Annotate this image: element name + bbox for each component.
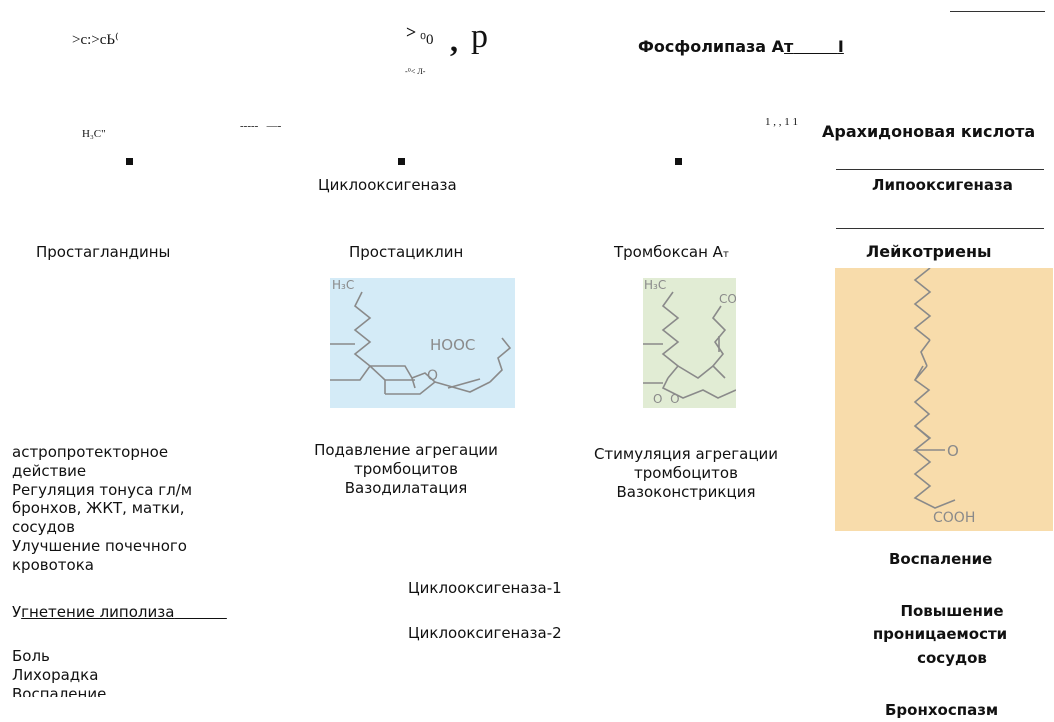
thromboxane-h3c: H₃C (644, 278, 666, 292)
prostaglandins-effect-line: Улучшение почечного (12, 536, 187, 555)
prostacyclin-o: O (427, 368, 438, 384)
leukotriene-structure: O COOH (835, 268, 1053, 531)
thromboxane-structure-svg: H₃C CO O O (643, 278, 736, 408)
leukotrienes-effect-line: Повышение (900, 602, 1004, 620)
thromboxane-co: CO (719, 292, 736, 306)
leukotriene-structure-bg (835, 268, 1053, 531)
top-right-rule (950, 11, 1045, 12)
prostacyclin-label: Простациклин (349, 243, 464, 261)
lipoxygenase-label: Липооксигеназа (872, 176, 1013, 194)
prostaglandins-effects-2: Боль Лихорадка Воспаление (12, 647, 212, 697)
formula-fragment-2-comma: , (450, 22, 458, 58)
thromboxane-effects: Стимуляция агрегации тромбоцитов Вазокон… (570, 445, 802, 501)
pathway-bullet-2 (398, 158, 405, 165)
cyclooxygenase-label: Циклооксигеназа (318, 176, 457, 194)
prostaglandins-effect-line: бронхов, ЖКТ, матки, (12, 499, 185, 518)
prostacyclin-structure-svg: H₃C HOOC O (330, 278, 515, 408)
lipoxygenase-bottom-rule (836, 228, 1044, 229)
prostacyclin-structure: H₃C HOOC O (330, 278, 515, 408)
formula-fragment-dashes: ----- —- (240, 120, 282, 132)
prostaglandins-label: Простагландины (36, 243, 171, 261)
prostaglandins-effect-line: Лихорадка (12, 665, 99, 684)
thromboxane-effect-line: Стимуляция агрегации (593, 445, 779, 463)
phospholipase-bar: I (837, 37, 844, 56)
formula-fragment-h3c: Н₃С" (82, 128, 106, 140)
arachidonic-acid-label: Арахидоновая кислота (822, 122, 1036, 141)
cox2-label: Циклооксигеназа-2 (408, 624, 562, 642)
leukotrienes-effect-line: сосудов (917, 648, 987, 667)
prostacyclin-structure-bg (330, 278, 515, 408)
prostaglandins-effect-line: сосудов (12, 518, 75, 536)
thromboxane-oo: O O (653, 392, 680, 406)
thromboxane-subscript: т (722, 249, 729, 260)
leukotrienes-effect-permeability: Повышение проницаемости сосудов (845, 600, 1035, 670)
leukotrienes-effect-bronchospasm: Бронхоспазм (885, 701, 999, 719)
phospholipase-label: Фосфолипаза Ат I (638, 37, 844, 56)
pathway-bullet-1 (126, 158, 133, 165)
leukotrienes-label: Лейкотриены (866, 242, 992, 261)
leukotrienes-effect-inflammation: Воспаление (889, 550, 993, 568)
prostaglandins-effects: астропротекторное действие Регуляция тон… (12, 443, 252, 574)
leukotriene-o: O (947, 442, 959, 460)
prostacyclin-hooc: HOOC (430, 336, 475, 354)
prostacyclin-effect-line: Подавление агрегации (314, 441, 498, 459)
prostaglandins-effect-line: Регуляция тонуса гл/м (12, 480, 193, 499)
pathway-bullet-3 (675, 158, 682, 165)
cox1-label: Циклооксигеназа-1 (408, 579, 562, 597)
thromboxane-effect-line: Вазоконстрикция (616, 482, 756, 501)
formula-fragment-2-mid: ⁰0 (420, 32, 434, 48)
thromboxane-structure: H₃C CO O O (643, 278, 736, 408)
formula-fragment-1: >c:>cЬ⁽ (72, 32, 119, 48)
lipoxygenase-top-rule (836, 169, 1044, 170)
formula-fragment-3: -⁰< Л- (405, 67, 426, 76)
prostaglandins-effect-line: астропротекторное (12, 443, 169, 461)
prostaglandins-effect-line: Боль (12, 647, 50, 665)
thromboxane-structure-bg (643, 278, 736, 408)
prostaglandins-effect-line: действие (12, 461, 87, 480)
leukotriene-cooh: COOH (933, 510, 975, 526)
prostaglandins-effect-line: кровотока (12, 555, 94, 574)
thromboxane-label: Тромбоксан Ат (614, 243, 729, 261)
prostacyclin-effect-line: тромбоцитов (354, 459, 458, 478)
prostacyclin-effect-line: Вазодилатация (344, 478, 468, 497)
thromboxane-effect-line: тромбоцитов (634, 463, 738, 482)
formula-fragment-2: > ⁰0 , р (404, 18, 514, 78)
phospholipase-text: Фосфолипаза А (638, 37, 785, 56)
prostaglandins-effect-line: Воспаление (12, 684, 107, 698)
prostacyclin-h3c: H₃C (332, 278, 354, 292)
lipolysis-label: Угнетение липолиза (12, 603, 175, 621)
formula-fragment-numbers: 1 , , 1 1 (765, 116, 798, 128)
formula-fragment-2-p: р (471, 18, 488, 55)
leukotriene-structure-svg: O COOH (835, 268, 1053, 531)
leukotrienes-effect-line: проницаемости (872, 625, 1008, 644)
phospholipase-subscript: т I (784, 37, 844, 56)
formula-fragment-2-sup: > (406, 22, 417, 42)
prostacyclin-effects: Подавление агрегации тромбоцитов Вазодил… (290, 441, 522, 497)
